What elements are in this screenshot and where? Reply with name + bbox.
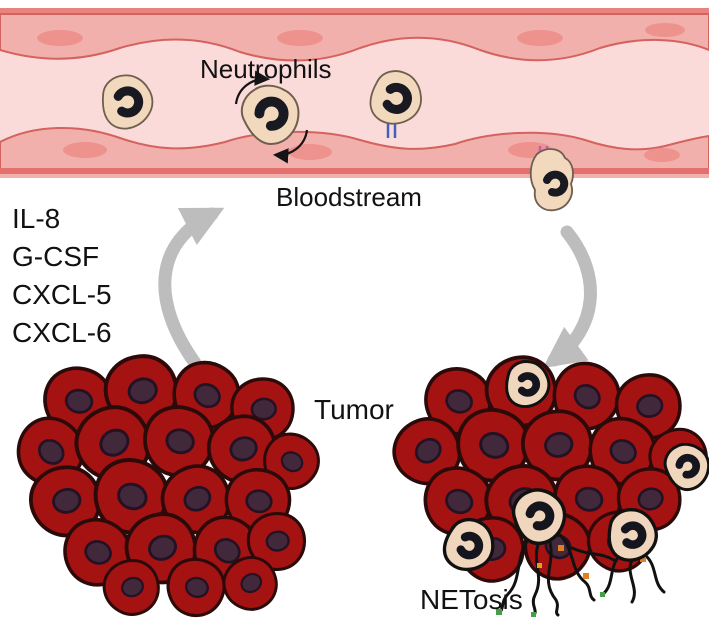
cytokine-list: IL-8 G-CSF CXCL-5 CXCL-6 xyxy=(12,200,112,352)
arrow-vessel-to-tumor xyxy=(542,225,597,369)
tumor-left xyxy=(2,346,330,618)
endothelium-top xyxy=(0,13,709,62)
rolling-arrows-icon xyxy=(234,70,309,164)
net-fibers xyxy=(496,533,666,617)
label-bloodstream: Bloodstream xyxy=(276,182,422,212)
endothelium-bottom xyxy=(0,127,709,171)
net-granule-dots xyxy=(496,545,646,617)
arrow-tumor-to-vessel xyxy=(158,207,225,370)
cytokine-il8: IL-8 xyxy=(12,203,61,234)
label-tumor: Tumor xyxy=(314,394,394,425)
cytokine-cxcl6: CXCL-6 xyxy=(12,317,112,348)
cytokine-cxcl5: CXCL-5 xyxy=(12,279,112,310)
blood-vessel xyxy=(0,8,709,212)
neutrophil-extravasating xyxy=(529,148,574,212)
label-neutrophils: Neutrophils xyxy=(200,54,332,84)
label-netosis: NETosis xyxy=(420,584,523,615)
cytokine-gcsf: G-CSF xyxy=(12,241,100,272)
